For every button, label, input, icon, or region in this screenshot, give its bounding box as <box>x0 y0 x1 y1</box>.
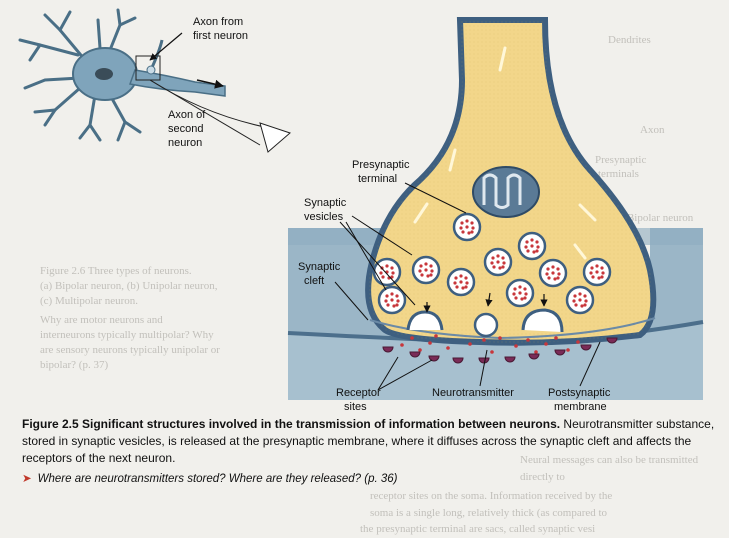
label-receptor-2: sites <box>344 401 367 413</box>
receptor-site <box>580 344 592 351</box>
bleed-fig26-6: are sensory neurons typically unipolar o… <box>40 344 220 356</box>
vesicle <box>377 285 407 315</box>
label-receptor-1: Receptor <box>336 387 381 399</box>
synapse-illustration <box>287 17 704 400</box>
receptor-site <box>382 346 394 353</box>
vesicle <box>372 257 402 287</box>
receptor-site <box>409 351 421 358</box>
vesicle <box>446 267 476 297</box>
bleed-fig26-4: Why are motor neurons and <box>40 314 163 326</box>
label-presynaptic-2: terminal <box>358 173 397 185</box>
neurotransmitter-dot <box>554 336 558 340</box>
neurotransmitter-dot <box>576 340 580 344</box>
label-axon-first-1: Axon from <box>193 16 243 28</box>
neurotransmitter-dot <box>490 350 494 354</box>
figure-caption: Figure 2.5 Significant structures involv… <box>22 416 722 467</box>
bleed-fig26-2: (a) Bipolar neuron, (b) Unipolar neuron, <box>40 280 218 292</box>
receptor-sites <box>382 337 618 364</box>
neurotransmitter-dot <box>400 343 404 347</box>
bleed-fig26-1: Figure 2.6 Three types of neurons. <box>40 265 192 277</box>
bleed-fig26-5: interneurons typically multipolar? Why <box>40 329 214 341</box>
neurotransmitter-dot <box>468 342 472 346</box>
neurotransmitter-dot <box>526 338 530 342</box>
bleed-body-4: the presynaptic terminal are sacs, calle… <box>360 523 596 535</box>
label-axon-second-3: neuron <box>168 137 202 149</box>
neurotransmitter-dot <box>534 350 538 354</box>
release-arrows <box>423 292 548 313</box>
neurotransmitter-dot <box>544 342 548 346</box>
bleed-axon: Axon <box>640 124 665 136</box>
vesicle <box>582 257 612 287</box>
receptor-site <box>606 337 618 344</box>
neurotransmitter-dot <box>514 344 518 348</box>
neurotransmitter-dot <box>482 338 486 342</box>
question-text: Where are neurotransmitters stored? Wher… <box>37 473 398 485</box>
label-vesicles-2: vesicles <box>304 211 344 223</box>
label-cleft-2: cleft <box>304 275 324 287</box>
neurotransmitter-dot <box>418 348 422 352</box>
bleed-body-1: Neural messages can also be transmitted … <box>520 454 699 483</box>
neurotransmitter-dot <box>410 336 414 340</box>
bleed-presynaptic-2: terminals <box>598 168 639 180</box>
bleed-dendrites: Dendrites <box>608 34 651 46</box>
caption-question: ➤ Where are neurotransmitters stored? Whe… <box>22 471 398 485</box>
neurotransmitter-dot <box>446 346 450 350</box>
neurotransmitter-dot <box>566 348 570 352</box>
label-axon-first-2: first neuron <box>193 30 248 42</box>
receptor-site <box>452 357 464 364</box>
receptor-site <box>504 356 516 363</box>
bleed-fig26-3: (c) Multipolar neuron. <box>40 295 139 307</box>
receptor-site <box>528 353 540 360</box>
vesicles <box>372 212 612 315</box>
bleed-presynaptic-1: Presynaptic <box>595 154 647 166</box>
label-axon-second-1: Axon of <box>168 109 206 121</box>
label-vesicles-1: Synaptic <box>304 197 347 209</box>
neurotransmitter-dot <box>498 336 502 340</box>
label-neurotransmitter: Neurotransmitter <box>432 387 514 399</box>
arrow-icon: ➤ <box>22 473 32 485</box>
vesicle <box>538 258 568 288</box>
bleed-fig26-7: bipolar? (p. 37) <box>40 359 109 371</box>
label-cleft-1: Synaptic <box>298 261 341 273</box>
label-presynaptic-1: Presynaptic <box>352 159 410 171</box>
neurotransmitter-dot <box>428 341 432 345</box>
label-postsynaptic-2: membrane <box>554 401 607 413</box>
vesicle <box>483 247 513 277</box>
receptor-site <box>554 349 566 356</box>
vesicle <box>411 255 441 285</box>
vesicle <box>565 285 595 315</box>
vesicle <box>517 231 547 261</box>
bleed-body-3: soma is a single long, relatively thick … <box>370 507 608 519</box>
bleed-body-2: receptor sites on the soma. Information … <box>370 490 613 502</box>
label-axon-second-2: second <box>168 123 203 135</box>
label-postsynaptic-1: Postsynaptic <box>548 387 611 399</box>
neuron-illustration <box>18 8 291 153</box>
neurotransmitter-dot <box>434 334 438 338</box>
caption-title: Figure 2.5 Significant structures involv… <box>22 417 561 431</box>
vesicle <box>505 278 535 308</box>
receptor-site <box>428 355 440 362</box>
caption-text: Neurotransmitter substance, stored in sy… <box>22 417 715 465</box>
vesicle <box>452 212 482 242</box>
